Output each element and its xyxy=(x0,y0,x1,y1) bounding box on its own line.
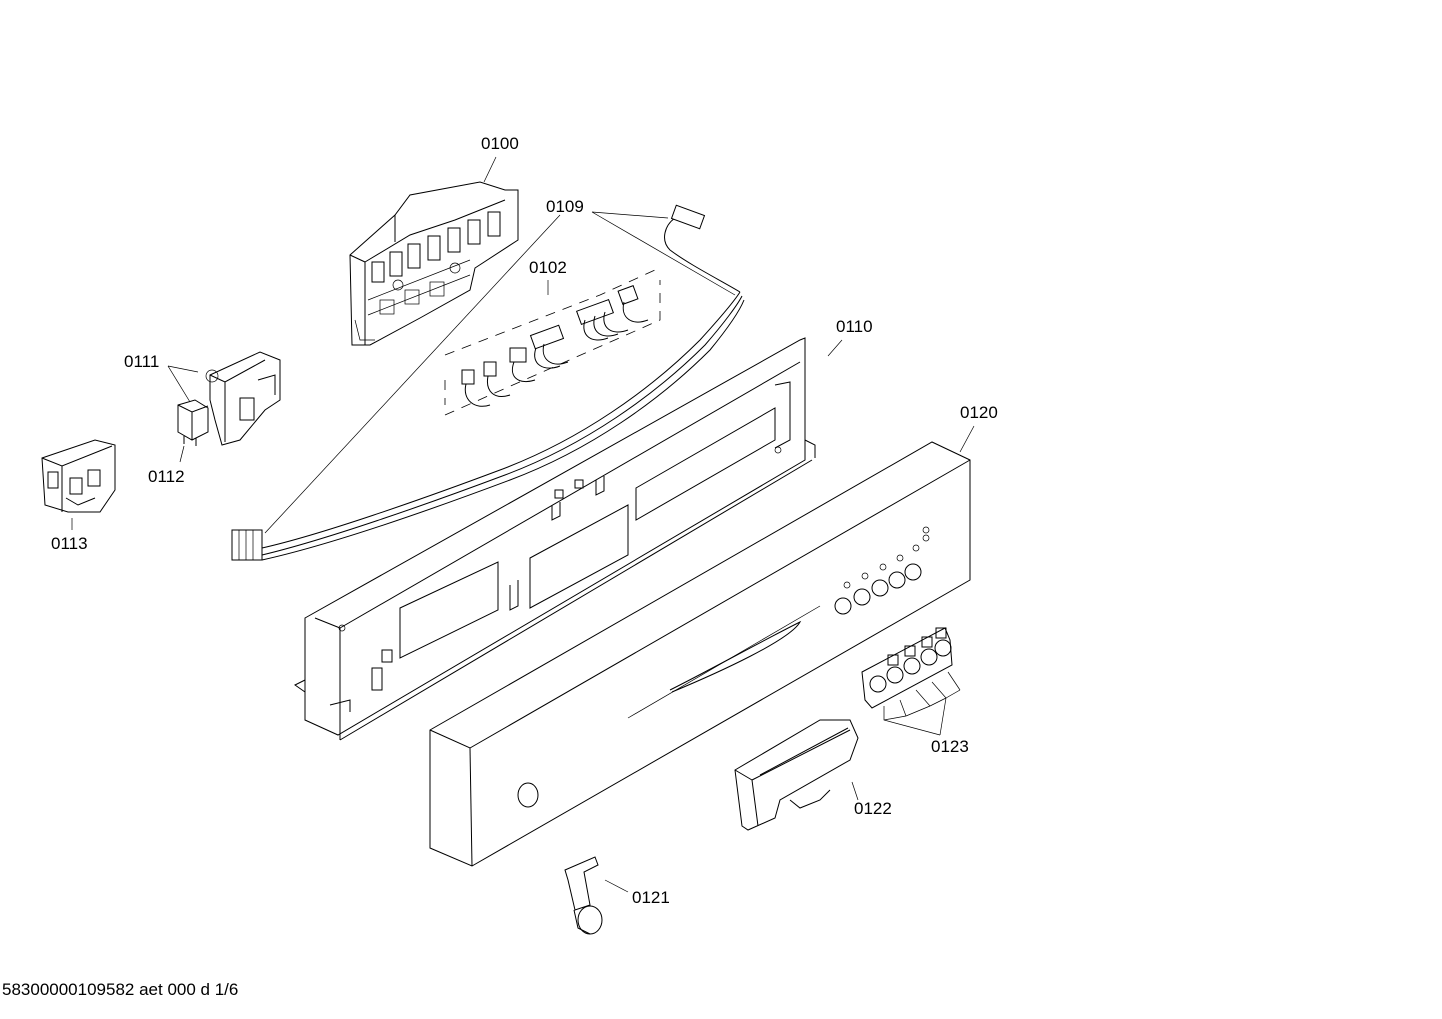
label-0123: 0123 xyxy=(931,737,969,756)
part-0102-connectors[interactable] xyxy=(444,269,661,416)
label-0111: 0111 xyxy=(124,352,159,371)
part-0100-control-module[interactable] xyxy=(349,181,519,346)
label-0122: 0122 xyxy=(854,799,892,818)
part-0110-control-panel-frame[interactable] xyxy=(294,337,816,741)
part-0112-relay[interactable] xyxy=(177,399,209,446)
part-0121-knob[interactable] xyxy=(564,856,603,935)
label-0102: 0102 xyxy=(529,258,567,277)
part-0122-handle[interactable] xyxy=(734,719,859,831)
label-0112: 0112 xyxy=(148,467,185,486)
label-0121: 0121 xyxy=(632,888,670,907)
part-0123-buttons[interactable] xyxy=(861,627,953,709)
label-0110: 0110 xyxy=(836,317,873,336)
drawing-footer-code: 58300000109582 aet 000 d 1/6 xyxy=(2,980,239,999)
part-0120-front-panel[interactable] xyxy=(429,441,971,867)
part-0111-switch[interactable] xyxy=(205,351,281,446)
label-0109: 0109 xyxy=(546,197,584,216)
label-0100: 0100 xyxy=(481,134,519,153)
label-0113: 0113 xyxy=(51,534,88,553)
label-0120: 0120 xyxy=(960,403,998,422)
part-0109-wiring-harness[interactable] xyxy=(231,204,745,561)
part-0113-module[interactable] xyxy=(41,439,116,513)
